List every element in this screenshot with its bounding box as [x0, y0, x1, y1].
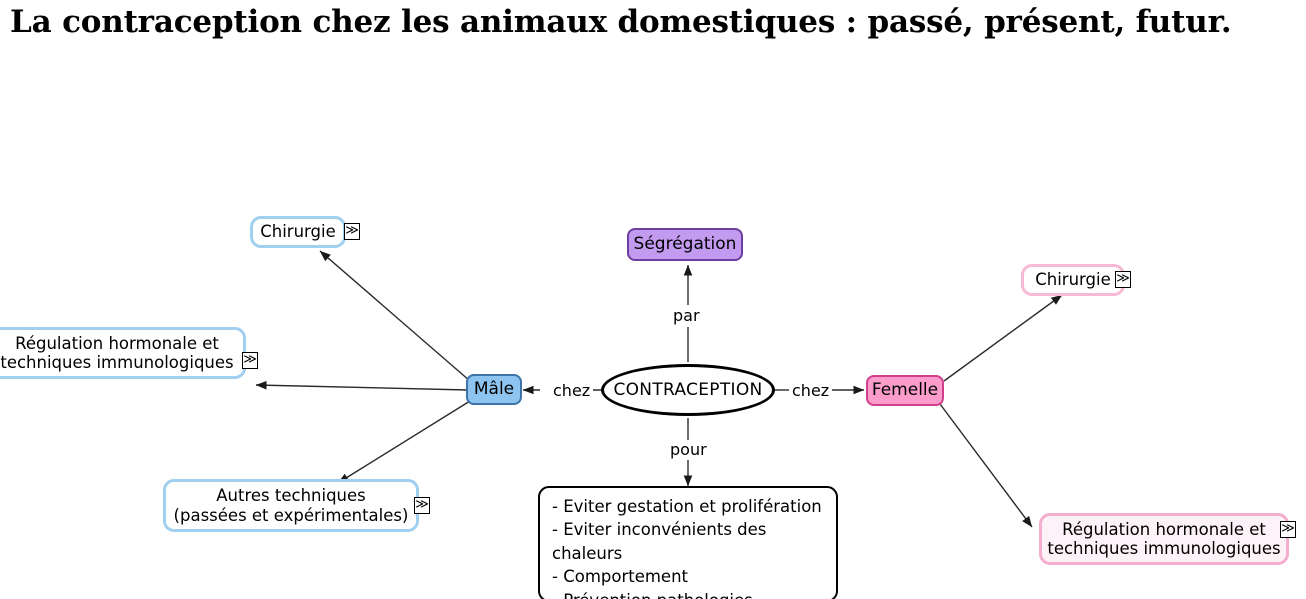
edge-label-par: par	[670, 306, 703, 325]
double-chevron-icon-regulation-male[interactable]: ≫	[242, 352, 258, 369]
node-autres-techniques-line2: (passées et expérimentales)	[173, 505, 409, 525]
node-autres-techniques-line1: Autres techniques	[216, 486, 366, 506]
edge-label-chez-femelle: chez	[789, 381, 833, 400]
node-segregation[interactable]: Ségrégation	[627, 228, 743, 261]
node-objectifs[interactable]: - Eviter gestation et prolifération - Ev…	[538, 486, 838, 599]
node-chirurgie-femelle-label: Chirurgie	[1035, 270, 1111, 290]
node-regulation-male[interactable]: Régulation hormonale et techniques immun…	[0, 327, 246, 379]
node-contraception[interactable]: CONTRACEPTION	[601, 364, 775, 416]
objectifs-item: - Comportement	[552, 567, 689, 587]
node-contraception-label: CONTRACEPTION	[613, 380, 763, 400]
edge-femelle-regulation	[939, 403, 1033, 528]
page-title: La contraception chez les animaux domest…	[10, 4, 1232, 40]
objectifs-item: - Prévention pathologies	[552, 589, 824, 599]
node-autres-techniques[interactable]: Autres techniques (passées et expériment…	[163, 479, 419, 532]
double-chevron-icon-regulation-femelle[interactable]: ≫	[1280, 521, 1296, 538]
double-chevron-icon-chirurgie-femelle[interactable]: ≫	[1115, 271, 1131, 288]
node-femelle-label: Femelle	[871, 380, 939, 401]
edge-label-chez-male: chez	[550, 381, 594, 400]
node-male-label: Mâle	[473, 379, 515, 400]
double-chevron-icon-autres-techniques[interactable]: ≫	[414, 497, 430, 514]
node-regulation-femelle-line2: techniques immunologiques	[1047, 539, 1281, 558]
node-segregation-label: Ségrégation	[633, 234, 737, 255]
node-male[interactable]: Mâle	[466, 374, 522, 405]
double-chevron-icon-chirurgie-male[interactable]: ≫	[344, 223, 360, 240]
node-regulation-femelle-line1: Régulation hormonale et	[1062, 519, 1266, 539]
edge-male-regulation	[255, 380, 469, 391]
node-regulation-male-line2: techniques immunologiques	[0, 353, 234, 372]
node-chirurgie-male[interactable]: Chirurgie	[250, 216, 346, 248]
node-regulation-male-line1: Régulation hormonale et	[15, 333, 219, 353]
objectifs-item: - Eviter gestation et prolifération	[552, 497, 822, 516]
edge-label-pour: pour	[667, 440, 710, 459]
edge-femelle-chirurgie	[943, 294, 1063, 382]
node-femelle[interactable]: Femelle	[866, 375, 944, 406]
edge-male-chirurgie	[319, 250, 471, 382]
node-chirurgie-femelle[interactable]: Chirurgie	[1021, 264, 1125, 296]
node-chirurgie-male-label: Chirurgie	[260, 222, 336, 242]
objectifs-item: - Eviter inconvénients des chaleurs	[552, 520, 767, 563]
node-regulation-femelle[interactable]: Régulation hormonale et techniques immun…	[1039, 513, 1289, 565]
edge-male-autres	[337, 400, 471, 484]
